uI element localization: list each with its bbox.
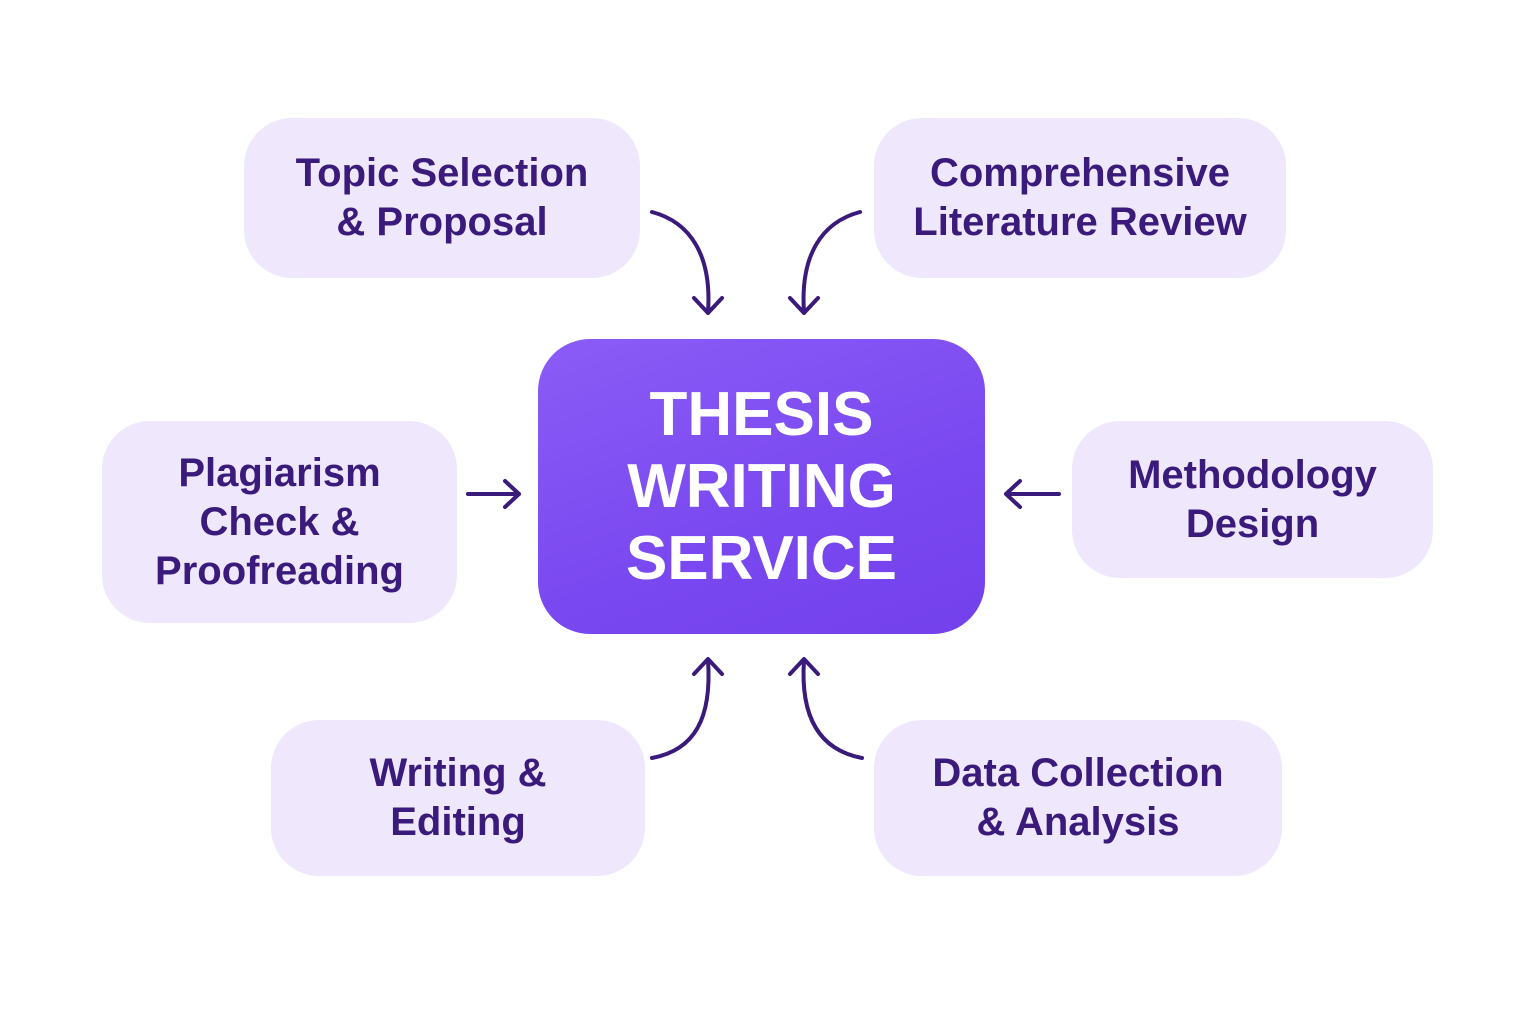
node-label-line: & Proposal [336,200,548,244]
arrow-writing-to-center [650,657,724,760]
arrow-topic-to-center [650,210,724,315]
center-label-line: SERVICE [625,523,898,593]
center-label-line: WRITING [627,451,896,521]
node-label-line: Literature Review [913,200,1247,244]
node-literature-review: Comprehensive Literature Review [874,118,1286,278]
node-label-line: Plagiarism [178,450,381,495]
arrow-literature-to-center [788,210,862,315]
node-methodology-design: Methodology Design [1072,421,1433,578]
node-label-line: Methodology [1128,452,1377,497]
node-label-line: Writing & [369,751,547,795]
node-topic-selection: Topic Selection & Proposal [244,118,640,278]
node-label-line: Data Collection [932,751,1224,795]
node-label-line: Check & [199,499,360,544]
arrow-methodology-to-center [1004,479,1061,509]
center-label-line: THESIS [649,379,874,449]
central-node-thesis-writing-service: THESIS WRITING SERVICE [538,339,985,634]
node-label-line: Design [1185,501,1320,546]
node-label-line: & Analysis [976,800,1180,844]
node-writing-editing: Writing & Editing [271,720,645,876]
node-data-collection: Data Collection & Analysis [874,720,1282,876]
node-label-line: Comprehensive [929,151,1231,195]
node-plagiarism-check: Plagiarism Check & Proofreading [102,421,457,623]
node-label-line: Topic Selection [295,151,589,195]
arrow-plagiarism-to-center [466,479,521,509]
arrow-data-to-center [788,657,864,760]
node-label-line: Proofreading [155,548,404,593]
node-label-line: Editing [390,800,526,844]
